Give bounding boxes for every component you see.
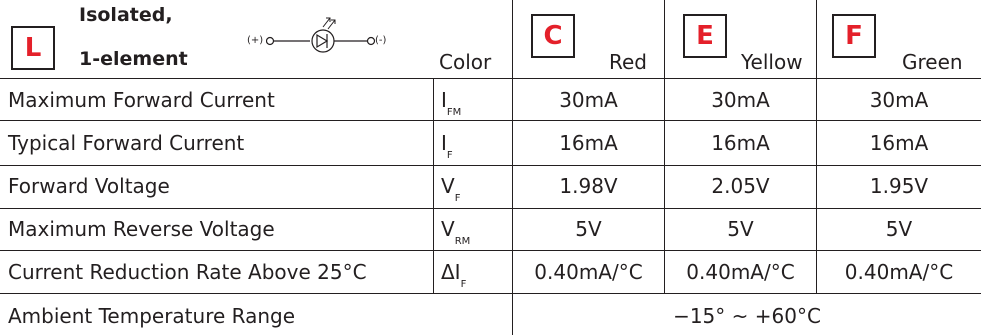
row-symbol: IFM [441,88,462,118]
rule-row-4 [0,250,981,251]
column-color-yellow: Yellow [741,50,803,74]
row-value-green: 0.40mA/°C [844,260,954,284]
row-value-red: 30mA [559,88,618,112]
row-label: Maximum Forward Current [8,88,275,112]
symbol-plus-label: (+) [247,35,264,46]
rule-col-symbol-left [433,78,434,293]
rule-col-f-left [816,0,817,293]
row-value-green: 1.95V [869,174,929,198]
rule-row-3 [0,208,981,209]
column-code-c: C [531,14,575,58]
color-header-label: Color [439,50,492,74]
row-value-green: 30mA [869,88,929,112]
led-diode-symbol-icon [266,17,376,53]
row-label: Current Reduction Rate Above 25°C [8,260,367,284]
column-code-e: E [683,14,727,58]
row-value-yellow: 0.40mA/°C [686,260,795,284]
row-value-yellow: 30mA [711,88,770,112]
row-label: Forward Voltage [8,174,170,198]
header-title-line1: Isolated, [79,4,173,26]
rule-row-1 [0,120,981,121]
rule-row-2 [0,165,981,166]
row-symbol: VRM [441,217,471,247]
rule-header-bottom [0,78,981,79]
row-value-red: 1.98V [559,174,618,198]
rule-row-5 [0,293,981,294]
row-value-green: 5V [885,217,913,241]
row-value-yellow: 2.05V [711,174,770,198]
row-value-green: 16mA [869,131,929,155]
row-value-yellow: 5V [727,217,754,241]
row-symbol: IF [441,131,453,161]
symbol-minus-label: (-) [375,35,387,46]
series-code-box: L [11,26,55,70]
row-label: Maximum Reverse Voltage [8,217,275,241]
column-code-f: F [832,14,876,58]
row-value-red: 5V [575,217,602,241]
row-value-red: 16mA [559,131,618,155]
column-color-red: Red [609,50,647,74]
column-color-green: Green [902,50,963,74]
row-value-red: 0.40mA/°C [534,260,643,284]
row-symbol: VF [441,174,461,204]
ambient-value: −15° ~ +60°C [673,304,821,328]
header-title-line2: 1-element [79,48,188,70]
rule-col-e-left [664,0,665,293]
row-value-yellow: 16mA [711,131,770,155]
ambient-label: Ambient Temperature Range [8,304,296,328]
rule-col-c-left [512,0,513,335]
row-label: Typical Forward Current [8,131,245,155]
row-symbol: ΔIF [441,260,467,290]
